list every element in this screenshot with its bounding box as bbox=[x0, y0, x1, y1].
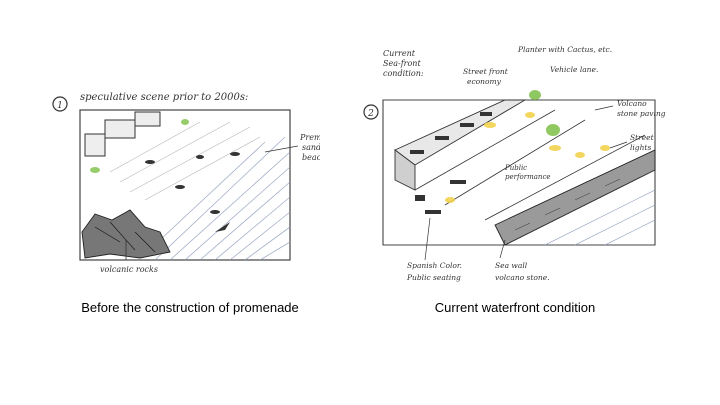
label-current-1: Current bbox=[383, 49, 416, 58]
label-volcanic-rocks: volcanic rocks bbox=[100, 265, 158, 274]
label-public-performance-1: Public bbox=[504, 164, 527, 172]
label-vehicle-lane: Vehicle lane. bbox=[550, 65, 598, 74]
sketch-number-circle bbox=[363, 104, 379, 120]
label-current-2: Sea-front bbox=[383, 59, 421, 68]
label-beach-2: sand bbox=[302, 143, 320, 152]
sketch-number-circle bbox=[52, 96, 68, 112]
label-streetfront-1: Street front bbox=[463, 67, 509, 76]
label-seawall-1: Sea wall bbox=[495, 261, 528, 270]
sketch-current-waterfront: 2 Current Sea-front condition: Street fr… bbox=[355, 40, 685, 295]
sketch-title: speculative scene prior to 2000s: bbox=[80, 92, 248, 103]
label-current-3: condition: bbox=[383, 69, 424, 78]
caption-current-waterfront: Current waterfront condition bbox=[434, 300, 596, 315]
label-street-lights-1: Street bbox=[630, 133, 655, 142]
label-public-performance-2: performance bbox=[505, 173, 551, 181]
label-beach-3: beach. bbox=[302, 153, 320, 162]
label-volcano-paving-1: Volcano bbox=[617, 99, 647, 108]
label-seating-2: Public seating bbox=[406, 273, 461, 282]
label-beach-1: Premium bbox=[299, 133, 320, 142]
caption-before-promenade: Before the construction of promenade bbox=[81, 300, 299, 315]
label-planter: Planter with Cactus, etc. bbox=[517, 45, 612, 54]
label-street-lights-2: lights bbox=[630, 143, 651, 152]
label-seating-1: Spanish Color. bbox=[407, 261, 462, 270]
label-streetfront-2: economy bbox=[467, 77, 502, 86]
label-seawall-2: volcano stone. bbox=[495, 273, 550, 282]
sketch-number: 1 bbox=[57, 101, 63, 111]
label-volcano-paving-2: stone paving bbox=[617, 109, 666, 118]
sketch-before-promenade: 1 speculative scene prior to 2000s: bbox=[50, 82, 320, 274]
sketch-number: 2 bbox=[367, 109, 374, 119]
